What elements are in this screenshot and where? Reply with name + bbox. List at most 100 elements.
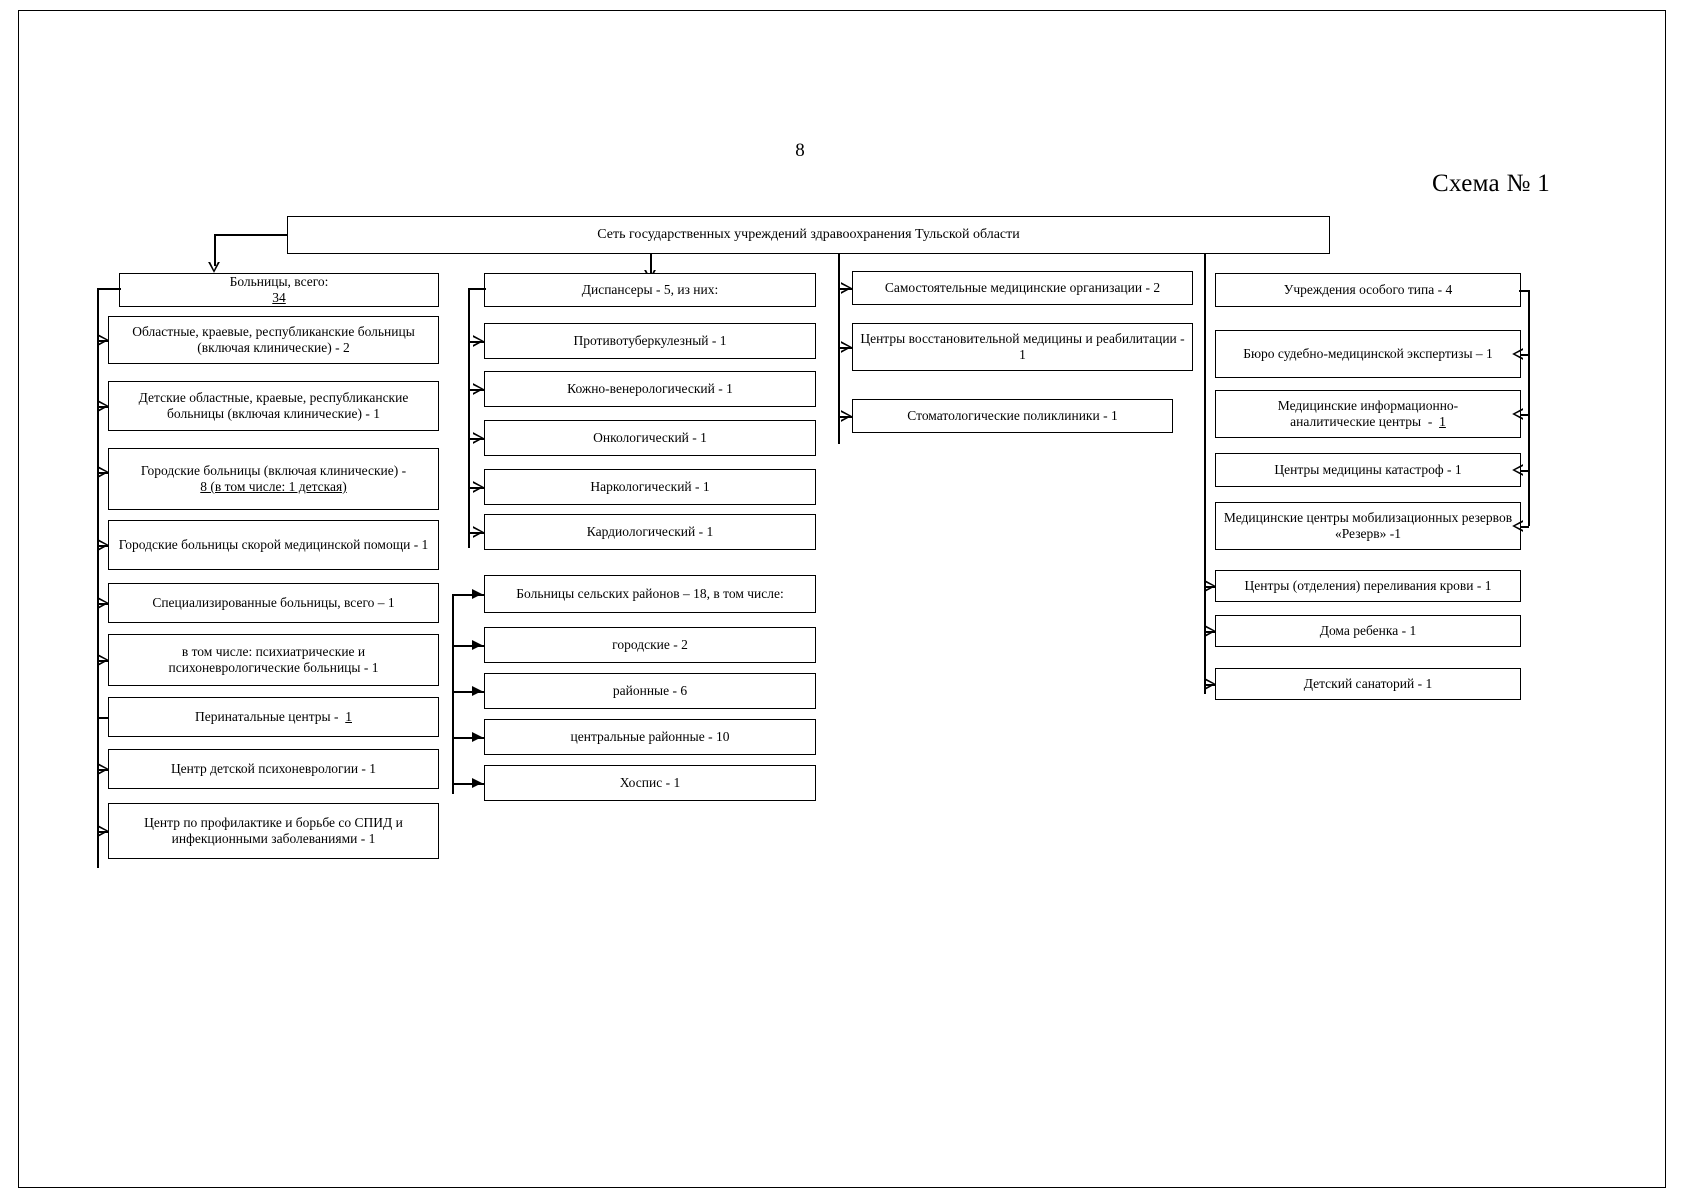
special-type-item-3-label: Медицинские центры мобилизационных резер… bbox=[1223, 509, 1513, 541]
special-type-link-6 bbox=[1204, 684, 1215, 686]
hospitals-item-0-label: Областные, краевые, республиканские боль… bbox=[132, 323, 415, 355]
dispensaries-item-1-label: Кожно-венерологический - 1 bbox=[567, 380, 733, 396]
special-type-item-5-label: Дома ребенка - 1 bbox=[1319, 622, 1417, 638]
root-connector-mid-v bbox=[650, 254, 652, 276]
independent-organizations-link-header bbox=[838, 288, 852, 290]
hospitals-item-5-label: в том числе: психиатрические и психоневр… bbox=[168, 643, 379, 675]
dispensaries-item-3-label: Наркологический - 1 bbox=[590, 478, 710, 494]
rural-hospitals-arrow-1 bbox=[472, 686, 482, 696]
rural-hospitals-arrow-3 bbox=[472, 778, 482, 788]
hospitals-header[interactable]: Больницы, всего: 34 bbox=[119, 273, 439, 307]
special-type-item-1[interactable]: Медицинские информационно-аналитические … bbox=[1215, 390, 1521, 438]
rural-hospitals-item-1[interactable]: районные - 6 bbox=[484, 673, 816, 709]
special-type-item-0-label: Бюро судебно-медицинской экспертизы – 1 bbox=[1243, 345, 1493, 361]
dispensaries-link-0 bbox=[468, 341, 484, 343]
special-type-right-spine-top bbox=[1519, 290, 1529, 292]
root-connector-col3-v bbox=[838, 254, 840, 444]
special-type-item-4-label: Центры (отделения) переливания крови - 1 bbox=[1244, 577, 1492, 593]
hospitals-item-1-label: Детские областные, краевые, республиканс… bbox=[138, 389, 409, 421]
dispensaries-item-0[interactable]: Противотуберкулезный - 1 bbox=[484, 323, 816, 359]
special-type-item-6-label: Детский санаторий - 1 bbox=[1303, 675, 1433, 691]
hospitals-item-7-label: Центр детской психоневрологии - 1 bbox=[170, 760, 377, 776]
hospitals-item-4[interactable]: Специализированные больницы, всего – 1 bbox=[108, 583, 439, 623]
hospitals-link-4 bbox=[97, 603, 108, 605]
rural-hospitals-header-label: Больницы сельских районов – 18, в том чи… bbox=[516, 585, 784, 601]
hospitals-item-3[interactable]: Городские больницы скорой медицинской по… bbox=[108, 520, 439, 570]
dispensaries-link-3 bbox=[468, 487, 484, 489]
special-type-link-3 bbox=[1521, 526, 1529, 528]
special-type-item-0[interactable]: Бюро судебно-медицинской экспертизы – 1 bbox=[1215, 330, 1521, 378]
hospitals-link-5 bbox=[97, 660, 108, 662]
rural-hospitals-arrow-2 bbox=[472, 732, 482, 742]
root-connector-left-v bbox=[214, 234, 216, 266]
independent-organizations-header[interactable]: Самостоятельные медицинские организации … bbox=[852, 271, 1193, 305]
hospitals-item-8[interactable]: Центр по профилактике и борьбе со СПИД и… bbox=[108, 803, 439, 859]
rural-hospitals-item-1-label: районные - 6 bbox=[612, 682, 688, 698]
dispensaries-header[interactable]: Диспансеры - 5, из них: bbox=[484, 273, 816, 307]
special-type-item-1-label: Медицинские информационно-аналитические … bbox=[1277, 397, 1459, 429]
hospitals-item-1[interactable]: Детские областные, краевые, республиканс… bbox=[108, 381, 439, 431]
dispensaries-spine bbox=[468, 288, 470, 548]
independent-organizations-link-1 bbox=[838, 416, 852, 418]
independent-organizations-item-0[interactable]: Центры восстановительной медицины и реаб… bbox=[852, 323, 1193, 371]
special-type-header-label: Учреждения особого типа - 4 bbox=[1283, 281, 1453, 297]
rural-hospitals-item-2[interactable]: центральные районные - 10 bbox=[484, 719, 816, 755]
special-type-link-4 bbox=[1204, 586, 1215, 588]
hospitals-item-2[interactable]: Городские больницы (включая клинические)… bbox=[108, 448, 439, 510]
hospitals-link-6 bbox=[97, 717, 108, 719]
root-node-label: Сеть государственных учреждений здравоох… bbox=[597, 227, 1020, 243]
dispensaries-item-1[interactable]: Кожно-венерологический - 1 bbox=[484, 371, 816, 407]
independent-organizations-item-1[interactable]: Стоматологические поликлиники - 1 bbox=[852, 399, 1173, 433]
rural-hospitals-item-0-label: городские - 2 bbox=[612, 636, 688, 652]
dispensaries-item-0-label: Противотуберкулезный - 1 bbox=[573, 332, 727, 348]
hospitals-item-7[interactable]: Центр детской психоневрологии - 1 bbox=[108, 749, 439, 789]
hospitals-link-2 bbox=[97, 472, 108, 474]
special-type-item-3[interactable]: Медицинские центры мобилизационных резер… bbox=[1215, 502, 1521, 550]
rural-hospitals-arrow-header bbox=[472, 589, 482, 599]
special-type-link-5 bbox=[1204, 631, 1215, 633]
hospitals-link-8 bbox=[97, 831, 108, 833]
rural-hospitals-item-3[interactable]: Хоспис - 1 bbox=[484, 765, 816, 801]
dispensaries-header-label: Диспансеры - 5, из них: bbox=[581, 281, 719, 297]
special-type-header[interactable]: Учреждения особого типа - 4 bbox=[1215, 273, 1521, 307]
rural-hospitals-link-1 bbox=[452, 691, 484, 693]
rural-hospitals-header[interactable]: Больницы сельских районов – 18, в том чи… bbox=[484, 575, 816, 613]
hospitals-item-8-label: Центр по профилактике и борьбе со СПИД и… bbox=[144, 814, 403, 846]
dispensaries-item-2[interactable]: Онкологический - 1 bbox=[484, 420, 816, 456]
dispensaries-item-2-label: Онкологический - 1 bbox=[593, 429, 707, 445]
hospitals-item-3-label: Городские больницы скорой медицинской по… bbox=[118, 536, 429, 552]
independent-organizations-header-label: Самостоятельные медицинские организации … bbox=[884, 279, 1161, 295]
special-type-link-0 bbox=[1521, 354, 1529, 356]
rural-hospitals-link-0 bbox=[452, 645, 484, 647]
root-node[interactable]: Сеть государственных учреждений здравоох… bbox=[287, 216, 1330, 254]
page-number: 8 bbox=[795, 140, 805, 161]
rural-hospitals-link-3 bbox=[452, 783, 484, 785]
dispensaries-item-4[interactable]: Кардиологический - 1 bbox=[484, 514, 816, 550]
hospitals-link-0 bbox=[97, 340, 108, 342]
special-type-item-4[interactable]: Центры (отделения) переливания крови - 1 bbox=[1215, 570, 1521, 602]
dispensaries-link-4 bbox=[468, 532, 484, 534]
scheme-title: Схема № 1 bbox=[1432, 170, 1550, 197]
rural-hospitals-item-2-label: центральные районные - 10 bbox=[570, 728, 730, 744]
hospitals-header-label: Больницы, всего: 34 bbox=[229, 273, 329, 305]
special-type-item-5[interactable]: Дома ребенка - 1 bbox=[1215, 615, 1521, 647]
rural-hospitals-link-2 bbox=[452, 737, 484, 739]
dispensaries-item-3[interactable]: Наркологический - 1 bbox=[484, 469, 816, 505]
hospitals-item-2-label: Городские больницы (включая клинические)… bbox=[140, 462, 407, 494]
hospitals-spine bbox=[97, 288, 99, 868]
rural-hospitals-item-3-label: Хоспис - 1 bbox=[619, 774, 681, 790]
page-border bbox=[18, 10, 1666, 1188]
hospitals-link-7 bbox=[97, 769, 108, 771]
special-type-item-6[interactable]: Детский санаторий - 1 bbox=[1215, 668, 1521, 700]
hospitals-item-6-label: Перинатальные центры - 1 bbox=[194, 708, 352, 724]
independent-organizations-item-0-label: Центры восстановительной медицины и реаб… bbox=[860, 330, 1185, 362]
hospitals-item-6[interactable]: Перинатальные центры - 1 bbox=[108, 697, 439, 737]
dispensaries-item-4-label: Кардиологический - 1 bbox=[586, 523, 714, 539]
hospitals-item-5[interactable]: в том числе: психиатрические и психоневр… bbox=[108, 634, 439, 686]
rural-hospitals-item-0[interactable]: городские - 2 bbox=[484, 627, 816, 663]
dispensaries-link-2 bbox=[468, 438, 484, 440]
independent-organizations-item-1-label: Стоматологические поликлиники - 1 bbox=[907, 407, 1118, 423]
special-type-item-2[interactable]: Центры медицины катастроф - 1 bbox=[1215, 453, 1521, 487]
hospitals-item-0[interactable]: Областные, краевые, республиканские боль… bbox=[108, 316, 439, 364]
